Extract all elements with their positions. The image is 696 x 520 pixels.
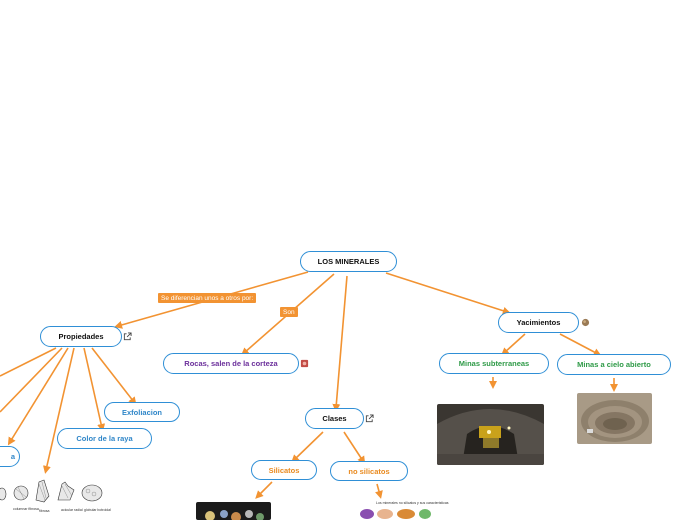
edge-yac-cielo: [559, 333, 602, 356]
node-propiedades[interactable]: Propiedades: [40, 326, 122, 347]
stone-icon: [300, 359, 309, 368]
node-exfoliacion[interactable]: Exfoliacion: [104, 402, 180, 422]
node-minas-subterraneas[interactable]: Minas subterraneas: [439, 353, 549, 374]
open-pit-mine-photo: [577, 393, 652, 444]
node-clases[interactable]: Clases: [305, 408, 364, 429]
external-link-icon[interactable]: [365, 414, 374, 423]
crystal-habits-image: [0, 479, 103, 503]
external-link-icon[interactable]: [123, 332, 132, 341]
crystal-5-shape: [81, 484, 103, 502]
edge-yac-sub: [501, 333, 526, 356]
node-rocas[interactable]: Rocas, salen de la corteza: [163, 353, 299, 374]
edge-prop-left1: [0, 347, 57, 377]
crystal-1-shape: [0, 487, 7, 501]
crystal-4-shape: [57, 481, 75, 501]
edge-silicatos-img: [255, 481, 273, 499]
node-color-raya[interactable]: Color de la raya: [57, 428, 152, 449]
node-yacimientos[interactable]: Yacimientos: [498, 312, 579, 333]
no-silicatos-image: [360, 509, 431, 519]
edge-prop-crystals: [42, 347, 75, 474]
silicatos-image: [196, 502, 271, 520]
edge-nosilicatos-img: [375, 483, 383, 499]
node-partial-left[interactable]: a: [0, 446, 20, 467]
node-minas-cielo-abierto[interactable]: Minas a cielo abierto: [557, 354, 671, 375]
no-silicatos-caption: Los minerales no silicatos y sus caracte…: [376, 501, 449, 505]
edge-label-son[interactable]: Son: [280, 307, 298, 317]
node-silicatos[interactable]: Silicatos: [251, 460, 317, 480]
underground-mine-photo: [437, 404, 544, 465]
node-no-silicatos[interactable]: no silicatos: [330, 461, 408, 481]
crystal-caption-4: globular botroidal: [84, 508, 111, 512]
edge-prop-left2: [0, 347, 63, 413]
edge-prop-exfoliacion: [91, 347, 137, 406]
edge-clases-silicatos: [291, 431, 324, 463]
crystal-caption-2: fibrosa: [39, 509, 50, 513]
edge-prop-raya: [83, 347, 106, 432]
rock-icon: [581, 318, 590, 327]
edge-root-yacimientos: [385, 272, 511, 315]
edge-label-differ[interactable]: Se diferencian unos a otros por:: [158, 293, 257, 303]
crystal-3-shape: [35, 479, 50, 503]
crystal-caption-1: columnar fibrosa: [13, 507, 39, 511]
root-node[interactable]: LOS MINERALES: [300, 251, 397, 272]
edge-clases-nosilicatos: [343, 431, 366, 465]
crystal-caption-3: acicular radial: [61, 508, 83, 512]
edge-root-clases: [332, 275, 348, 412]
edge-prop-partial: [7, 347, 69, 446]
